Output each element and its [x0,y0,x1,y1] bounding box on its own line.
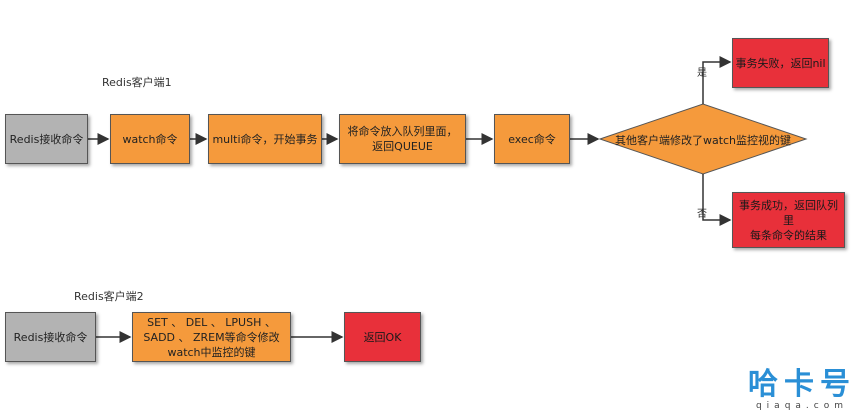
transaction-success-node: 事务成功，返回队列里 每条命令的结果 [732,192,845,248]
client2-title: Redis客户端2 [74,290,144,303]
watermark-logo: 哈卡号 qiaqa.com [748,367,856,412]
decision-diamond [598,103,808,175]
decision-label: 其他客户端修改了watch监控视的键 [614,134,792,147]
c2-return-ok-node: 返回OK [344,312,421,362]
c2-modify-node: SET 、 DEL 、 LPUSH 、 SADD 、 ZREM等命令修改 wat… [132,312,291,362]
c1-queue-node: 将命令放入队列里面， 返回QUEUE [339,114,466,164]
client1-title: Redis客户端1 [102,76,172,89]
c1-exec-node: exec命令 [494,114,570,164]
arrow-yes [702,56,732,104]
c2-receive-command-node: Redis接收命令 [5,312,96,362]
transaction-fail-node: 事务失败，返回nil [732,38,829,88]
c1-watch-node: watch命令 [110,114,190,164]
no-label: 否 [697,209,707,220]
watermark-sub: qiaqa.com [755,401,849,411]
watermark-main: 哈卡号 [748,367,856,402]
c1-receive-command-node: Redis接收命令 [5,114,88,164]
arrow-no [702,174,732,226]
yes-label: 是 [697,68,707,79]
c1-multi-node: multi命令，开始事务 [208,114,322,164]
